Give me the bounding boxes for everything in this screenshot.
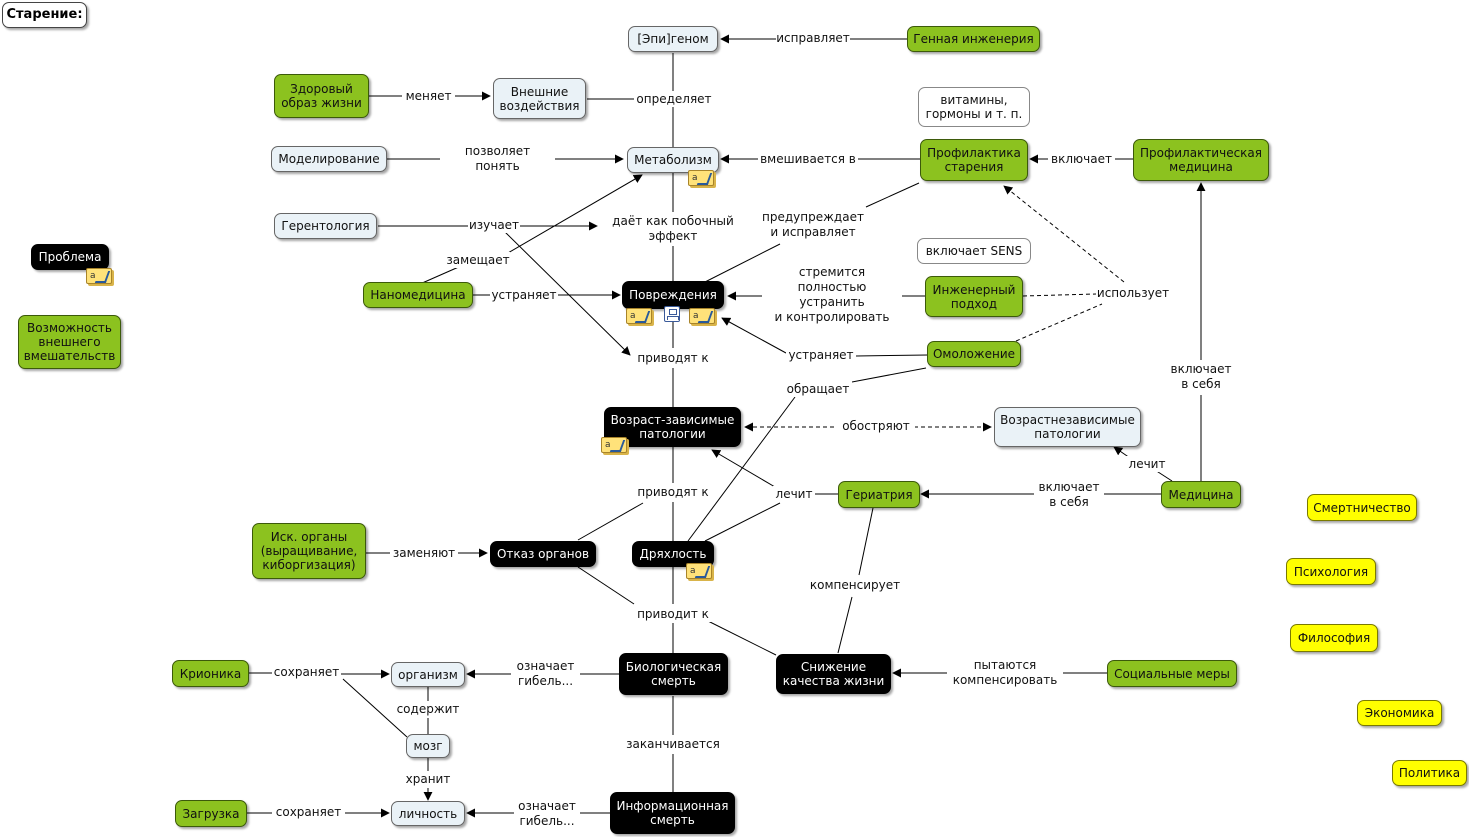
label-corrects: исправляет — [776, 30, 850, 46]
node-politics[interactable]: Политика — [1392, 760, 1467, 786]
edge-rejuv-uses — [1015, 303, 1103, 342]
node-external-intervention[interactable]: Возможность внешнего вмешательств — [18, 315, 121, 369]
node-rejuvenation[interactable]: Омоложение — [927, 341, 1021, 367]
node-gerontology[interactable]: Герентология — [274, 213, 377, 239]
edge-studies-to-pathology — [504, 231, 631, 356]
edge-geriatrics-treats-2 — [711, 449, 776, 488]
node-cryonics[interactable]: Крионика — [172, 660, 249, 687]
node-engineering-approach[interactable]: Инженерный подход — [925, 276, 1023, 317]
label-includes-1: включает — [1048, 151, 1115, 167]
label-determines: определяет — [634, 91, 714, 107]
edge-cryonics-brain — [342, 678, 408, 738]
node-epigenome[interactable]: [Эпи]геном — [628, 26, 718, 52]
edge-uses-prevention — [1003, 185, 1125, 283]
label-side-effect: даёт как побочный эффект — [609, 212, 737, 246]
node-damage-map-icon[interactable] — [664, 306, 680, 322]
label-contains: содержит — [394, 701, 462, 717]
node-info-death[interactable]: Информационная смерть — [610, 792, 735, 834]
node-damage-resource-icon-1[interactable]: a — [626, 308, 652, 324]
edge-rejuv-reverses-2 — [687, 396, 796, 542]
label-stores: хранит — [400, 771, 456, 787]
node-brain[interactable]: мозг — [406, 734, 450, 758]
edge-geriatrics-compensates — [858, 507, 874, 576]
label-lead-to-1: приводят к — [635, 350, 711, 366]
node-personality[interactable]: личность — [391, 801, 465, 826]
node-vitamins[interactable]: витамины, гормоны и т. п. — [918, 87, 1030, 127]
label-compensates: компенсирует — [808, 577, 902, 593]
label-aggravate: обостряют — [837, 418, 915, 434]
node-aging-prevention[interactable]: Профилактика старения — [920, 139, 1028, 181]
label-means-death-1: означает гибель... — [511, 657, 580, 691]
node-problem-resource-icon[interactable]: a — [86, 268, 112, 284]
node-age-pathologies[interactable]: Возраст-зависимые патологии — [604, 407, 741, 447]
node-external-effects[interactable]: Внешние воздействия — [493, 78, 586, 119]
label-ends: заканчивается — [622, 736, 724, 752]
node-nanomedicine[interactable]: Наномедицина — [363, 282, 473, 308]
edge-rejuv-eliminates — [855, 354, 929, 357]
edge-leads-quality — [705, 619, 777, 656]
node-problem[interactable]: Проблема — [31, 244, 109, 270]
label-eliminates-2: устраняет — [786, 347, 856, 363]
label-changes: меняет — [402, 88, 455, 104]
edge-prevention-corrects-2 — [704, 243, 781, 283]
edge-rejuv-reverses — [851, 367, 927, 383]
label-replace: заменяют — [390, 545, 458, 561]
map-title: Старение: — [2, 2, 87, 28]
label-prevents-corrects: предупреждает и исправляет — [762, 208, 864, 242]
node-age-independent-pathologies[interactable]: Возрастнезависимые патологии — [994, 407, 1141, 447]
label-means-death-2: означает гибель... — [514, 797, 580, 831]
edge-nano-replaces-arrow — [507, 174, 643, 254]
label-uses: использует — [1096, 285, 1170, 301]
edge-engineering-uses — [1022, 293, 1097, 297]
edge-rejuv-eliminates-arrow — [721, 317, 787, 354]
node-quality-decline[interactable]: Снижение качества жизни — [776, 654, 891, 694]
node-modeling[interactable]: Моделирование — [271, 146, 387, 172]
node-frailty-resource-icon[interactable]: a — [686, 563, 712, 579]
node-damage-resource-icon-2[interactable]: a — [689, 308, 715, 324]
node-frailty[interactable]: Дряхлость — [632, 541, 714, 567]
label-lead-to-2: приводят к — [635, 484, 711, 500]
label-helps-understand: позволяет понять — [440, 144, 555, 173]
node-economics[interactable]: Экономика — [1357, 700, 1442, 726]
node-medicine[interactable]: Медицина — [1161, 481, 1241, 508]
node-geriatrics[interactable]: Гериатрия — [838, 481, 920, 508]
edge-geriatrics-compensates-2 — [837, 596, 853, 654]
node-includes-sens[interactable]: включает SENS — [917, 238, 1031, 264]
node-philosophy[interactable]: Философия — [1290, 624, 1378, 652]
label-leads-to: приводит к — [634, 606, 712, 622]
node-metabolism-resource-icon[interactable]: a — [688, 170, 714, 186]
edge-prevention-corrects — [865, 182, 920, 208]
label-try-compensate: пытаются компенсировать — [947, 656, 1063, 690]
label-preserves-2: сохраняет — [272, 804, 345, 820]
node-healthy-lifestyle[interactable]: Здоровый образ жизни — [274, 74, 369, 118]
node-gene-engineering[interactable]: Генная инженерия — [907, 26, 1040, 52]
label-treats-1: лечит — [1126, 456, 1168, 472]
node-biological-death[interactable]: Биологическая смерть — [619, 653, 728, 695]
label-includes-3: включает в себя — [1034, 478, 1104, 512]
node-preventive-medicine[interactable]: Профилактическая медицина — [1133, 139, 1269, 181]
label-aims-eliminate: стремится полностью устранить и контроли… — [762, 265, 902, 324]
node-mortality[interactable]: Смертничество — [1307, 494, 1417, 521]
label-intervenes-in: вмешивается в — [758, 151, 858, 167]
node-psychology[interactable]: Психология — [1286, 558, 1376, 585]
node-pathologies-resource-icon[interactable]: a — [601, 437, 627, 453]
label-studies: изучает — [468, 217, 520, 233]
edge-leads-organ — [577, 502, 644, 541]
node-artificial-organs[interactable]: Иск. органы (выращивание, киборгизация) — [252, 523, 366, 579]
node-damage[interactable]: Повреждения — [622, 281, 724, 309]
label-eliminates-1: устраняет — [490, 287, 558, 303]
node-upload[interactable]: Загрузка — [175, 800, 247, 827]
edge-organ-leads — [577, 566, 635, 605]
node-social-measures[interactable]: Социальные меры — [1107, 660, 1237, 687]
label-includes-2: включает в себя — [1167, 360, 1235, 394]
label-treats-2: лечит — [773, 486, 815, 502]
node-metabolism[interactable]: Метаболизм — [627, 147, 719, 173]
edge-geriatrics-frailty — [704, 502, 781, 542]
node-organism[interactable]: организм — [391, 662, 465, 687]
node-organ-failure[interactable]: Отказ органов — [490, 541, 596, 567]
label-reverses: обращает — [784, 381, 852, 397]
label-preserves-1: сохраняет — [272, 664, 341, 680]
label-replaces: замещает — [446, 252, 510, 268]
